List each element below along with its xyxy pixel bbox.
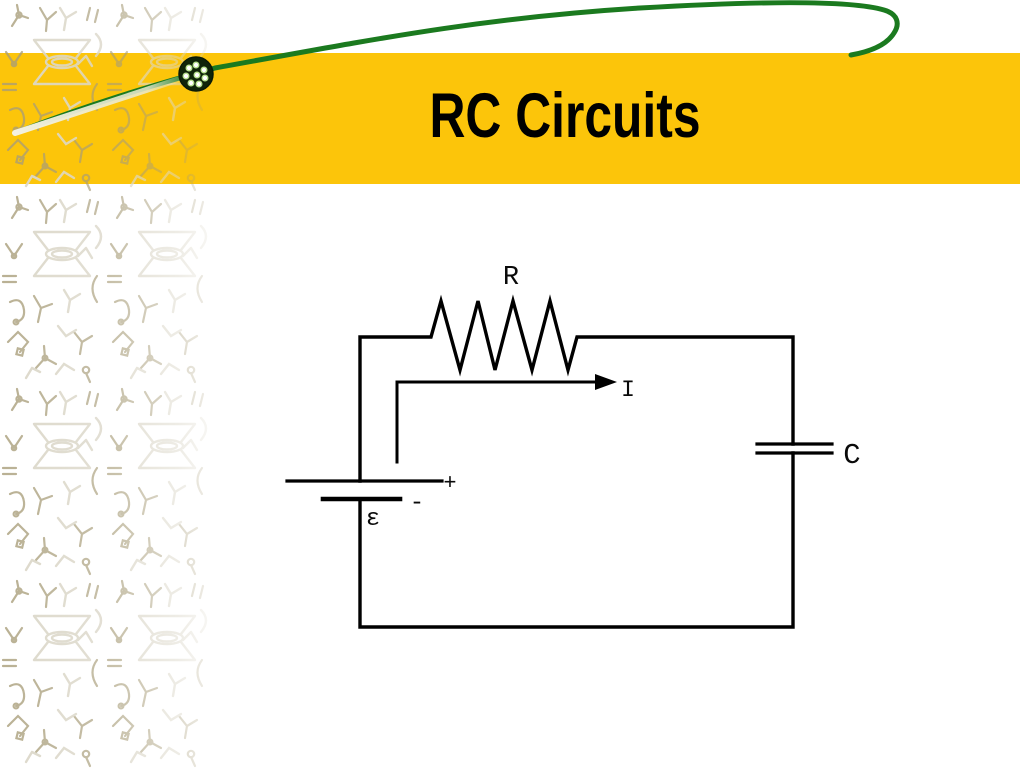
- battery-plus-label: +: [443, 471, 456, 496]
- page-title: RC Circuits: [429, 81, 701, 151]
- current-arrow-line: [395, 380, 602, 464]
- battery-minus-label: -: [410, 490, 424, 517]
- current-arrowhead: [595, 374, 617, 390]
- wire-top-and-resistor: [358, 294, 795, 483]
- capacitor-label: C: [843, 439, 860, 472]
- current-label: I: [621, 377, 635, 403]
- emf-label: ε: [366, 506, 380, 533]
- wire-bottom-loop: [358, 451, 795, 629]
- capacitor-plates: [755, 442, 834, 455]
- resistor-label: R: [503, 263, 519, 293]
